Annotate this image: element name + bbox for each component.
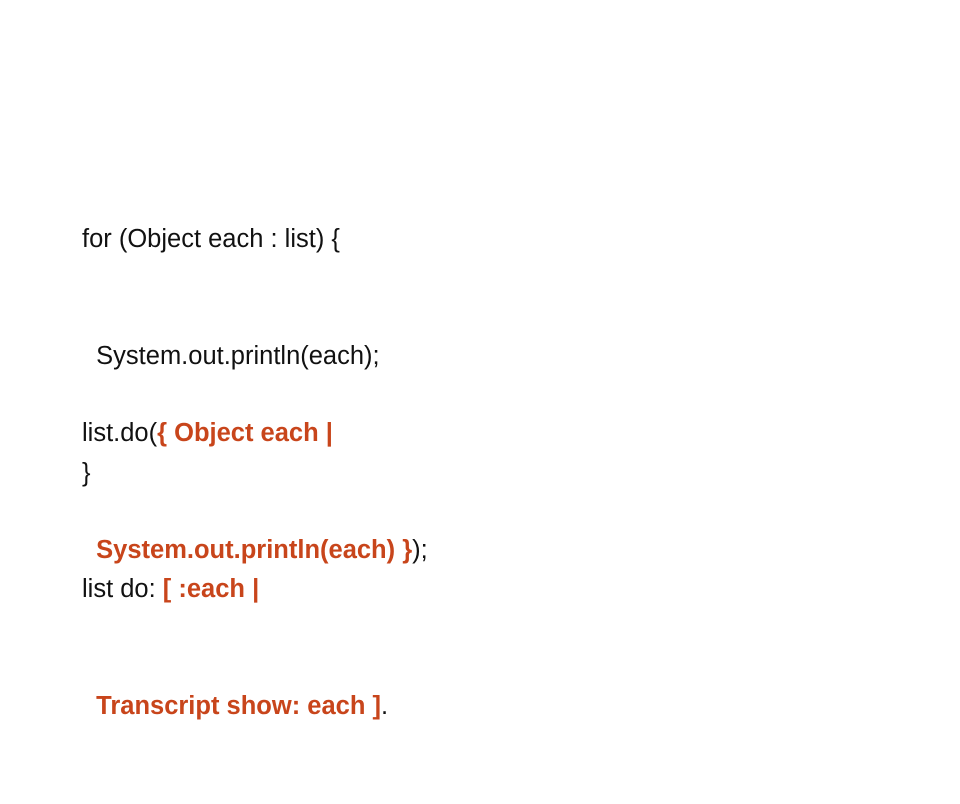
highlighted-block-text: Transcript show: each ]	[96, 692, 381, 720]
smalltalk-block-code: list do: [ :each | Transcript show: each…	[82, 492, 388, 804]
highlighted-block-text: [ :each |	[162, 575, 260, 603]
code-text: );	[412, 536, 428, 564]
java-for-loop-code: for (Object each : list) { System.out.pr…	[82, 142, 380, 571]
code-text: .	[381, 692, 389, 720]
code-indent	[82, 692, 96, 720]
code-line: }	[82, 459, 91, 487]
code-text: list.do(	[82, 419, 158, 447]
code-line: list do: [ :each |	[82, 570, 388, 609]
java-closure-code: list.do({ Object each | System.out.print…	[82, 336, 428, 648]
code-line: System.out.println(each) });	[82, 531, 428, 570]
code-line: Transcript show: each ].	[82, 687, 388, 726]
highlighted-closure-text: { Object each |	[157, 419, 333, 447]
highlighted-closure-text: System.out.println(each) }	[96, 536, 413, 564]
code-text: list do:	[82, 575, 163, 603]
code-line: for (Object each : list) {	[82, 225, 340, 253]
code-line: System.out.println(each);	[82, 342, 380, 370]
slide: for (Object each : list) { System.out.pr…	[82, 142, 428, 720]
code-line: list.do({ Object each |	[82, 414, 428, 453]
